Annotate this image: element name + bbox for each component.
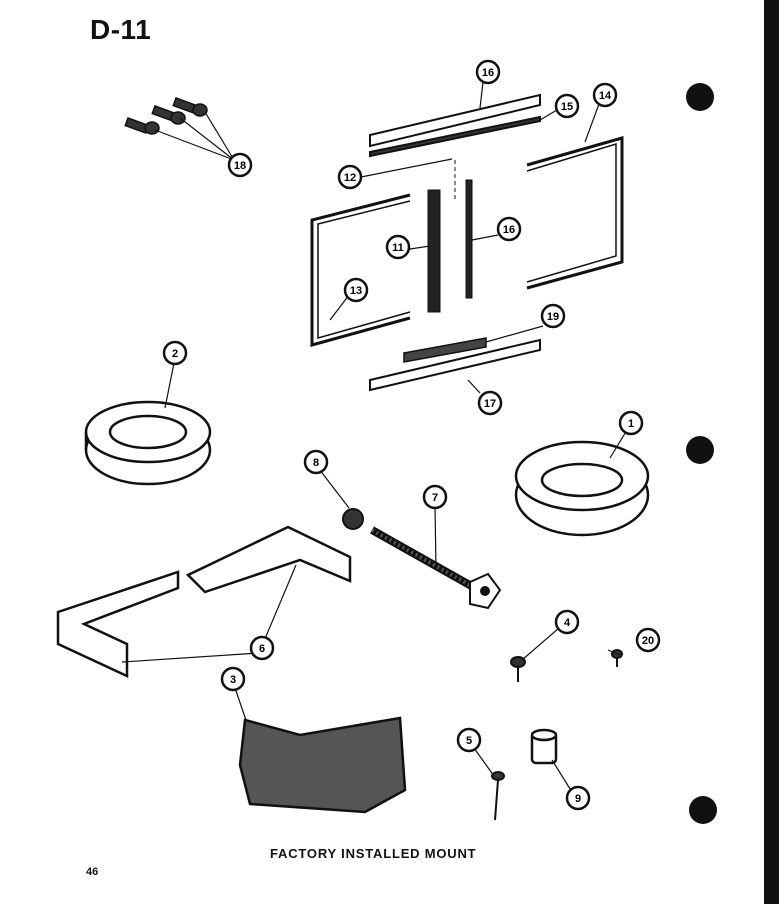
callout-label: 17 (484, 398, 496, 410)
callout-3: 3 (220, 666, 246, 692)
nut-part (342, 508, 364, 530)
page-title: D-11 (90, 14, 152, 45)
callout-16-top: 16 (475, 59, 501, 85)
gasket-part (427, 189, 441, 313)
callout-15: 15 (554, 93, 580, 119)
callout-label: 15 (561, 101, 573, 113)
foam-strip-part (403, 337, 487, 363)
callout-5: 5 (456, 727, 482, 753)
callout-label: 3 (230, 674, 236, 686)
callout-label: 19 (547, 311, 559, 323)
callout-9: 9 (565, 785, 591, 811)
callout-13: 13 (343, 277, 369, 303)
top-rail-part (369, 93, 541, 158)
callout-16-right: 16 (496, 216, 522, 242)
screw-part (510, 656, 526, 682)
sealant-bag-part (238, 716, 407, 814)
callout-11: 11 (385, 234, 411, 260)
bottom-rail-part (369, 338, 541, 392)
spacer-part (530, 728, 558, 765)
coil-seal-part (514, 440, 650, 537)
callout-label: 16 (482, 67, 494, 79)
callout-7: 7 (422, 484, 448, 510)
callout-12: 12 (337, 164, 363, 190)
callout-label: 5 (466, 735, 472, 747)
callout-17: 17 (477, 390, 503, 416)
page-number: 46 (86, 866, 99, 878)
callout-20: 20 (635, 627, 661, 653)
callout-label: 7 (432, 492, 438, 504)
binder-hole-middle (686, 436, 714, 464)
callout-label: 2 (172, 348, 178, 360)
callout-19: 19 (540, 303, 566, 329)
binding-strip (764, 0, 779, 904)
left-side-frame-part (310, 193, 411, 347)
callout-label: 20 (642, 635, 654, 647)
callout-label: 11 (392, 242, 404, 254)
callout-8: 8 (303, 449, 329, 475)
callout-4: 4 (554, 609, 580, 635)
right-side-frame-part (526, 136, 624, 290)
callout-label: 12 (344, 172, 356, 184)
callout-label: 16 (503, 224, 515, 236)
bolts-part (124, 97, 208, 135)
callout-label: 6 (259, 643, 265, 655)
callout-6: 6 (249, 635, 275, 661)
callout-label: 1 (628, 418, 634, 430)
callout-label: 8 (313, 457, 319, 469)
wood-screw-part (491, 771, 505, 821)
seal-part (465, 179, 473, 299)
long-bolt-part (370, 526, 502, 610)
callout-14: 14 (592, 82, 618, 108)
callout-2: 2 (162, 340, 188, 366)
callout-label: 9 (575, 793, 581, 805)
callout-label: 14 (599, 90, 612, 102)
diagram-caption: FACTORY INSTALLED MOUNT (270, 846, 477, 861)
callout-label: 18 (234, 160, 246, 172)
callout-label: 4 (564, 617, 571, 629)
binder-hole-top (686, 83, 714, 111)
brackets-part (56, 525, 352, 678)
foam-ring-part (84, 400, 212, 486)
callout-18: 18 (227, 152, 253, 178)
binder-hole-bottom (689, 796, 717, 824)
callout-label: 13 (350, 285, 362, 297)
callout-1: 1 (618, 410, 644, 436)
